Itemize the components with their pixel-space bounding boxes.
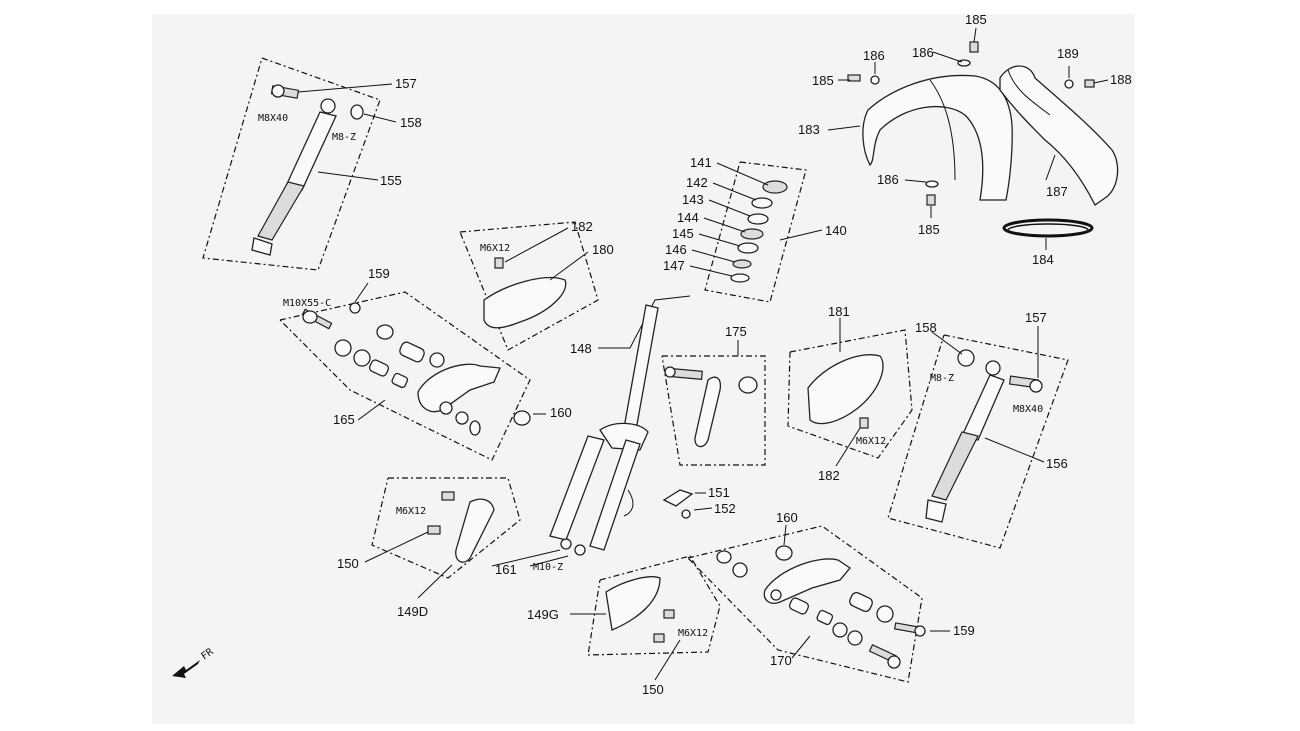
fastener-spec: M8-Z [332,132,356,143]
part-number: 185 [812,73,834,88]
fender-bolts [847,41,1095,206]
front-cover-right [787,318,913,467]
washer-160-left [513,410,546,426]
part-number: 188 [1110,72,1132,87]
part-number: 149G [527,607,559,622]
front-cover-left [459,221,599,351]
part-number: 160 [776,510,798,525]
part-number: 157 [1025,310,1047,325]
wire-bundle-184 [1002,218,1094,238]
front-direction-arrow [172,660,200,678]
part-number: 158 [400,115,422,130]
front-fender-assembly [827,27,1119,250]
part-number: 143 [682,192,704,207]
part-number: 150 [642,682,664,697]
part-number: 141 [690,155,712,170]
part-number: 187 [1046,184,1068,199]
part-number: 182 [818,468,840,483]
part-number-labels: 185 186 186 189 185 188 183 187 186 185 … [333,12,1132,697]
part-number: 184 [1032,252,1054,267]
part-number: 149D [397,604,428,619]
fastener-spec: M8X40 [1013,404,1043,415]
part-number: 186 [863,48,885,63]
fastener-spec: M8X40 [258,113,288,124]
shock-absorber-right [887,326,1069,549]
part-number: 159 [368,266,390,281]
part-number: 185 [918,222,940,237]
front-fender-right [999,65,1119,206]
washer-160-right [775,524,793,561]
fastener-spec: M6X12 [396,506,426,517]
part-number: 157 [395,76,417,91]
part-number: 146 [665,242,687,257]
part-number: 175 [725,324,747,339]
part-number: 144 [677,210,699,225]
front-fork-assembly [549,295,691,556]
part-number: 189 [1057,46,1079,61]
part-number: 165 [333,412,355,427]
part-number: 183 [798,122,820,137]
steering-link-175 [661,340,766,466]
fastener-spec: M10X55-C [283,298,331,309]
part-number: 170 [770,653,792,668]
fork-cover-149D [364,477,521,599]
part-number: 158 [915,320,937,335]
swing-arm-right [687,525,950,683]
part-number: 142 [686,175,708,190]
fastener-spec: M6X12 [678,628,708,639]
part-number: 147 [663,258,685,273]
part-number: 151 [708,485,730,500]
part-number: 186 [912,45,934,60]
front-direction-label: FR [199,646,216,662]
part-number: 159 [953,623,975,638]
fastener-spec: M6X12 [856,436,886,447]
shock-absorber-left [202,57,397,271]
bracket-151-152 [662,489,713,519]
fork-cover-149G [570,555,721,681]
part-number: 140 [825,223,847,238]
steering-bearing-stack [689,161,823,303]
part-number: 148 [570,341,592,356]
front-fender-left [862,74,1013,201]
part-number: 156 [1046,456,1068,471]
part-number: 161 [495,562,517,577]
part-number: 145 [672,226,694,241]
part-number: 186 [877,172,899,187]
fastener-spec: M10-Z [533,562,563,573]
part-number: 155 [380,173,402,188]
part-number: 181 [828,304,850,319]
part-number: 180 [592,242,614,257]
part-number: 152 [714,501,736,516]
part-number: 160 [550,405,572,420]
part-number: 182 [571,219,593,234]
part-number: 185 [965,12,987,27]
part-number: 150 [337,556,359,571]
fastener-spec: M8-Z [930,373,954,384]
fastener-spec-labels: M8X40 M8-Z M6X12 M10X55-C M8-Z M8X40 M6X… [258,113,1043,639]
swing-arm-left [279,282,531,461]
fastener-spec: M6X12 [480,243,510,254]
